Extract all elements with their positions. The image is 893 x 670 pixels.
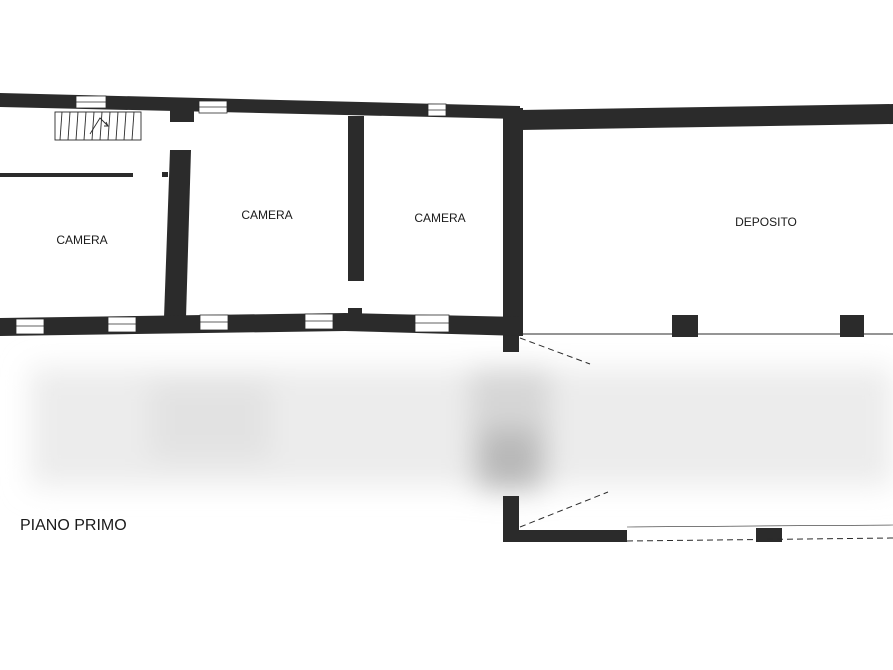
open-edges	[519, 333, 893, 542]
pilaster-2	[348, 308, 362, 318]
window-bottom-1	[15, 318, 45, 335]
pillar-3	[756, 528, 782, 542]
window-bottom-2	[107, 316, 137, 333]
top-wall-left	[0, 93, 520, 119]
wall-stair-stub	[170, 104, 194, 122]
pillar-1	[672, 315, 698, 337]
windows	[15, 95, 450, 335]
pilaster-3	[503, 336, 519, 352]
room-label-camera-1: CAMERA	[56, 233, 107, 247]
wall-thin-end	[162, 172, 168, 177]
dashed-diagonal-lower	[519, 491, 609, 528]
pillar-2	[840, 315, 864, 337]
wall-thin	[0, 173, 133, 177]
window-bottom-4	[304, 313, 334, 330]
staircase	[54, 111, 142, 141]
window-bottom-5	[414, 314, 450, 333]
window-mullions	[16, 101, 449, 327]
top-wall-right	[520, 104, 893, 130]
window-bottom-3	[199, 314, 229, 331]
floor-label: PIANO PRIMO	[20, 517, 127, 534]
pilaster-1	[172, 284, 180, 314]
walls	[0, 93, 893, 542]
room-label-camera-3: CAMERA	[414, 211, 465, 225]
blurred-band	[30, 368, 893, 490]
wall-block-end	[503, 108, 523, 336]
lower-thin-line	[626, 524, 893, 528]
dashed-diagonal-upper	[519, 337, 591, 365]
bottom-wall-left	[0, 313, 345, 336]
room-label-deposito: DEPOSITO	[735, 215, 797, 229]
room-label-camera-2: CAMERA	[241, 208, 292, 222]
wall-partition-2	[348, 116, 364, 281]
lower-wall-horizontal	[503, 530, 627, 542]
wall-partition-1	[164, 150, 191, 318]
dashed-line-bottom	[626, 537, 893, 542]
